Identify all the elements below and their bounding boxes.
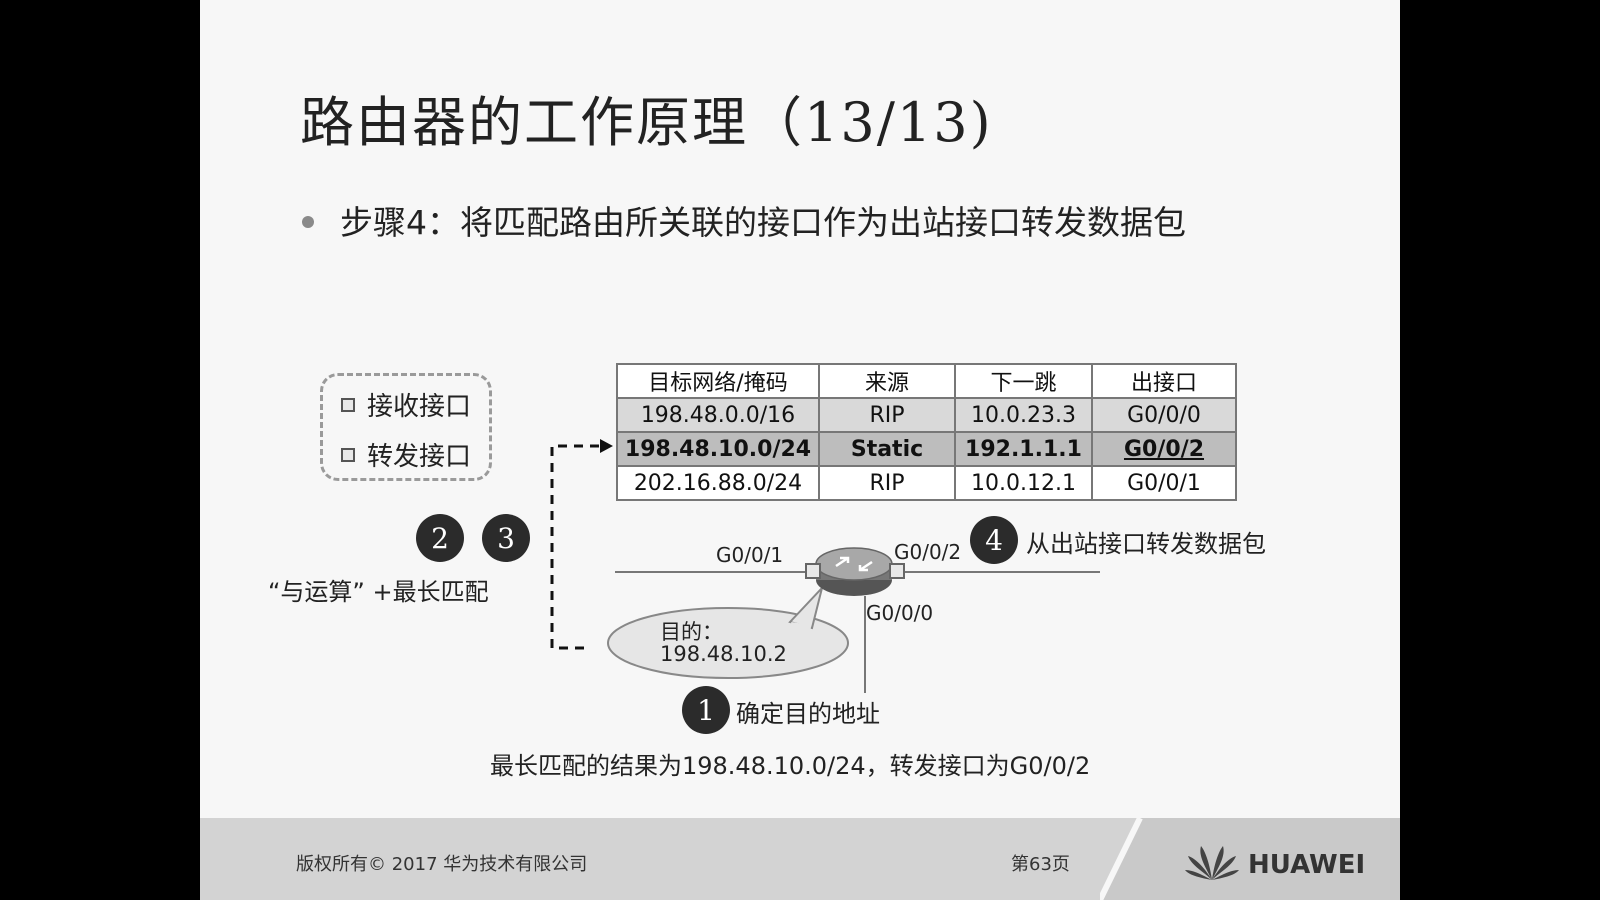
step-23-label: “与运算” +最长匹配 [268, 578, 489, 606]
step-1-marker: 1 [682, 686, 730, 734]
cell-next-hop: 10.0.23.3 [956, 399, 1093, 433]
diagram-graphics [550, 439, 1100, 693]
receive-interface-icon [341, 397, 355, 412]
slide: 路由器的工作原理（13/13) 步骤4：将匹配路由所关联的接口作为出站接口转发数… [200, 0, 1400, 900]
cell-out-interface: G0/0/2 [1093, 433, 1237, 467]
cell-out-interface: G0/0/1 [1093, 467, 1237, 501]
cell-destination: 198.48.0.0/16 [618, 399, 820, 433]
legend: 接收接口 转发接口 [320, 373, 492, 481]
lookup-arrow-path [550, 444, 600, 650]
step-1-label: 确定目的地址 [736, 700, 880, 728]
huawei-logo-icon [1185, 846, 1239, 880]
forward-interface-icon-g002 [889, 563, 905, 579]
lookup-arrow-head [600, 439, 613, 453]
table-row: 198.48.0.0/16 RIP 10.0.23.3 G0/0/0 [618, 399, 1237, 433]
bullet-dot [302, 216, 314, 228]
cell-source: RIP [820, 399, 956, 433]
legend-receive-label: 接收接口 [367, 392, 472, 422]
interface-label-g001: G0/0/1 [716, 543, 784, 567]
cell-source: RIP [820, 467, 956, 501]
footer-copyright: 版权所有© 2017 华为技术有限公司 [296, 854, 588, 875]
table-row-selected: 198.48.10.0/24 Static 192.1.1.1 G0/0/2 [618, 433, 1237, 467]
forward-interface-icon [341, 447, 355, 462]
table-header-row: 目标网络/掩码 来源 下一跳 出接口 [618, 365, 1237, 399]
legend-forward: 转发接口 [341, 436, 471, 473]
interface-label-g002: G0/0/2 [894, 540, 962, 564]
legend-receive: 接收接口 [341, 386, 471, 423]
destination-address: 198.48.10.2 [660, 642, 787, 666]
cell-next-hop: 192.1.1.1 [956, 433, 1093, 467]
step-4-marker: 4 [970, 516, 1018, 564]
destination-bubble [607, 584, 849, 679]
table-row: 202.16.88.0/24 RIP 10.0.12.1 G0/0/1 [618, 467, 1237, 501]
header-destination: 目标网络/掩码 [618, 365, 820, 399]
cell-destination: 202.16.88.0/24 [618, 467, 820, 501]
header-source: 来源 [820, 365, 956, 399]
cell-out-interface: G0/0/0 [1093, 399, 1237, 433]
router-icon [815, 547, 893, 596]
cell-next-hop: 10.0.12.1 [956, 467, 1093, 501]
footer-page-number: 第63页 [1011, 854, 1070, 875]
header-out-interface: 出接口 [1093, 365, 1237, 399]
footer-divider [1100, 818, 1400, 900]
cell-source: Static [820, 433, 956, 467]
step-2-marker: 2 [416, 514, 464, 562]
slide-title: 路由器的工作原理（13/13) [300, 91, 993, 154]
destination-label: 目的： [660, 620, 723, 644]
step-4-label: 从出站接口转发数据包 [1026, 530, 1266, 558]
legend-forward-label: 转发接口 [367, 442, 472, 472]
interface-label-g000: G0/0/0 [866, 601, 934, 625]
match-result: 最长匹配的结果为198.48.10.0/24，转发接口为G0/0/2 [490, 752, 1091, 780]
routing-table: 目标网络/掩码 来源 下一跳 出接口 198.48.0.0/16 RIP 10.… [616, 363, 1237, 501]
cell-destination: 198.48.10.0/24 [618, 433, 820, 467]
step-3-marker: 3 [482, 514, 530, 562]
huawei-logo-text: HUAWEI [1248, 850, 1366, 880]
bullet-text: 步骤4：将匹配路由所关联的接口作为出站接口转发数据包 [340, 203, 1186, 242]
header-next-hop: 下一跳 [956, 365, 1093, 399]
receive-interface-icon-g001 [805, 563, 821, 579]
